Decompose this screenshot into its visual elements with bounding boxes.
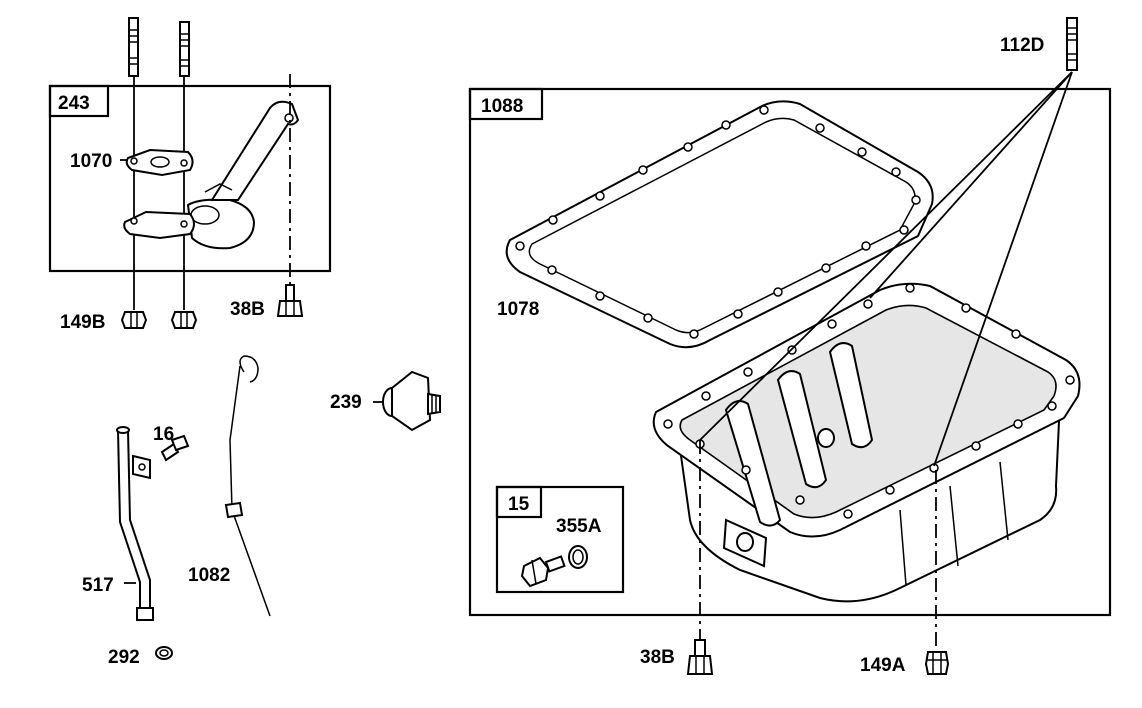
label-517: 517 (82, 575, 114, 596)
gasket-355A (568, 545, 588, 569)
label-355A: 355A (556, 516, 602, 537)
label-292: 292 (108, 647, 140, 668)
dipstick-tube-517 (116, 426, 154, 621)
oil-pressure-switch-239 (382, 370, 441, 432)
oil-strainer-gasket-1070 (125, 148, 194, 177)
group-box-15-tag (495, 485, 543, 519)
label-1078: 1078 (497, 299, 539, 320)
o-ring-292 (155, 646, 173, 660)
stud-112D (1066, 17, 1078, 71)
oil-pan-gasket-1078 (505, 100, 934, 349)
group-box-243-tag (48, 84, 110, 118)
leader-112D-b (699, 71, 1073, 441)
label-149A: 149A (860, 655, 906, 676)
group-box-1088 (468, 87, 1112, 617)
bolt-16 (160, 434, 190, 462)
box-label-1088: 1088 (481, 96, 523, 117)
stud-left (128, 17, 139, 77)
label-1070: 1070 (70, 151, 112, 172)
label-16: 16 (153, 424, 174, 445)
label-112D: 112D (1000, 35, 1044, 56)
box-label-15: 15 (508, 494, 530, 515)
box-label-243: 243 (58, 93, 90, 114)
group-box-15 (495, 485, 625, 594)
dipstick-1082 (224, 355, 271, 617)
stud-right (179, 21, 190, 77)
group-box-1088-tag (468, 87, 544, 121)
bolt-38B-left (276, 284, 304, 317)
leader-112D-a (869, 71, 1073, 299)
leader-112D-c (933, 71, 1073, 467)
label-239: 239 (330, 392, 362, 413)
nut-149B-left (120, 311, 148, 329)
label-38B-bottom: 38B (640, 647, 675, 668)
drain-plug-15 (520, 555, 566, 588)
nut-149B-right (170, 311, 198, 329)
group-box-243 (48, 84, 332, 273)
label-1082: 1082 (188, 565, 230, 586)
oil-pan (652, 282, 1081, 603)
label-149B: 149B (60, 312, 105, 333)
label-38B-left: 38B (230, 299, 265, 320)
nut-149A (924, 651, 950, 675)
bolt-38B-bottom (686, 639, 714, 675)
oil-strainer-assembly (123, 100, 300, 250)
